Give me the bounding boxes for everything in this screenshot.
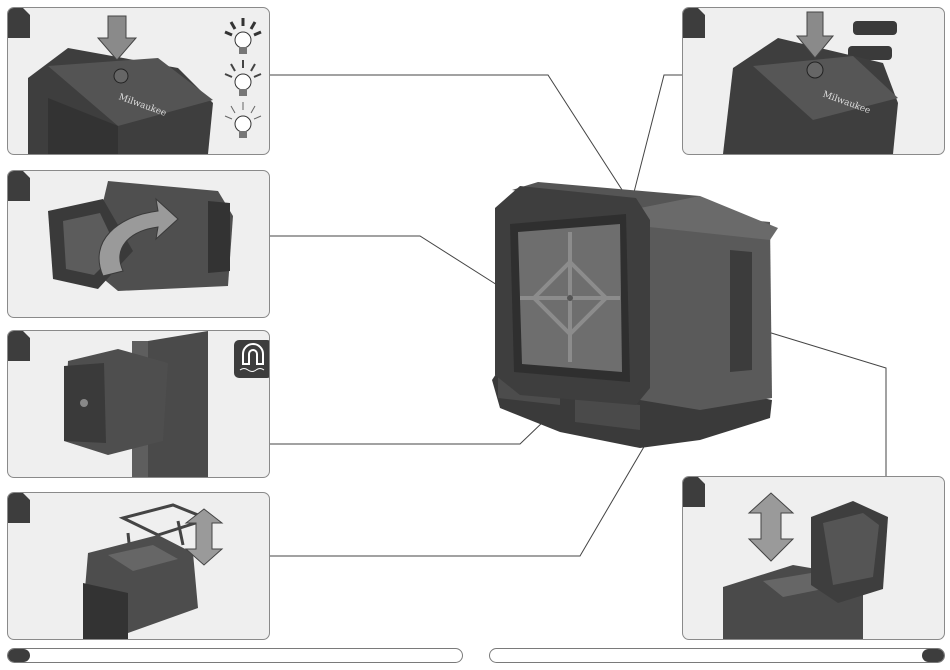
rotate-head-illustration: [8, 171, 269, 317]
mode-button-illustration: Milwaukee: [683, 8, 944, 154]
page-bar-cap: [922, 649, 944, 662]
work-light-body: [492, 182, 778, 448]
brightness-icons: [223, 14, 263, 144]
page-bar-left: [7, 648, 463, 663]
page-bar-right: [489, 648, 945, 663]
leader-line-rotate: [268, 236, 505, 290]
magnetic-mount-illustration: [8, 331, 228, 477]
panel-rotate-head: [7, 170, 270, 318]
panel-battery-insert: [682, 476, 945, 640]
leader-line-power: [268, 75, 626, 196]
bulb-low-icon: [225, 102, 261, 138]
magnet-icon: [234, 340, 270, 378]
bulb-high-icon: [225, 18, 261, 54]
bulb-medium-icon: [225, 60, 261, 96]
leader-line-mode: [632, 75, 682, 200]
hanging-hook-illustration: [8, 493, 269, 639]
panel-power-button: Milwaukee: [7, 7, 270, 155]
panel-hanging-hook: [7, 492, 270, 640]
leader-line-magnet: [268, 420, 545, 444]
page-bar-cap: [8, 649, 30, 662]
panel-magnetic-mount: [7, 330, 270, 478]
leader-line-battery: [768, 332, 886, 476]
leader-line-hook: [268, 445, 645, 556]
up-down-arrow-icon: [749, 493, 793, 561]
panel-mode-button: Milwaukee: [682, 7, 945, 155]
battery-insert-illustration: [683, 477, 944, 639]
